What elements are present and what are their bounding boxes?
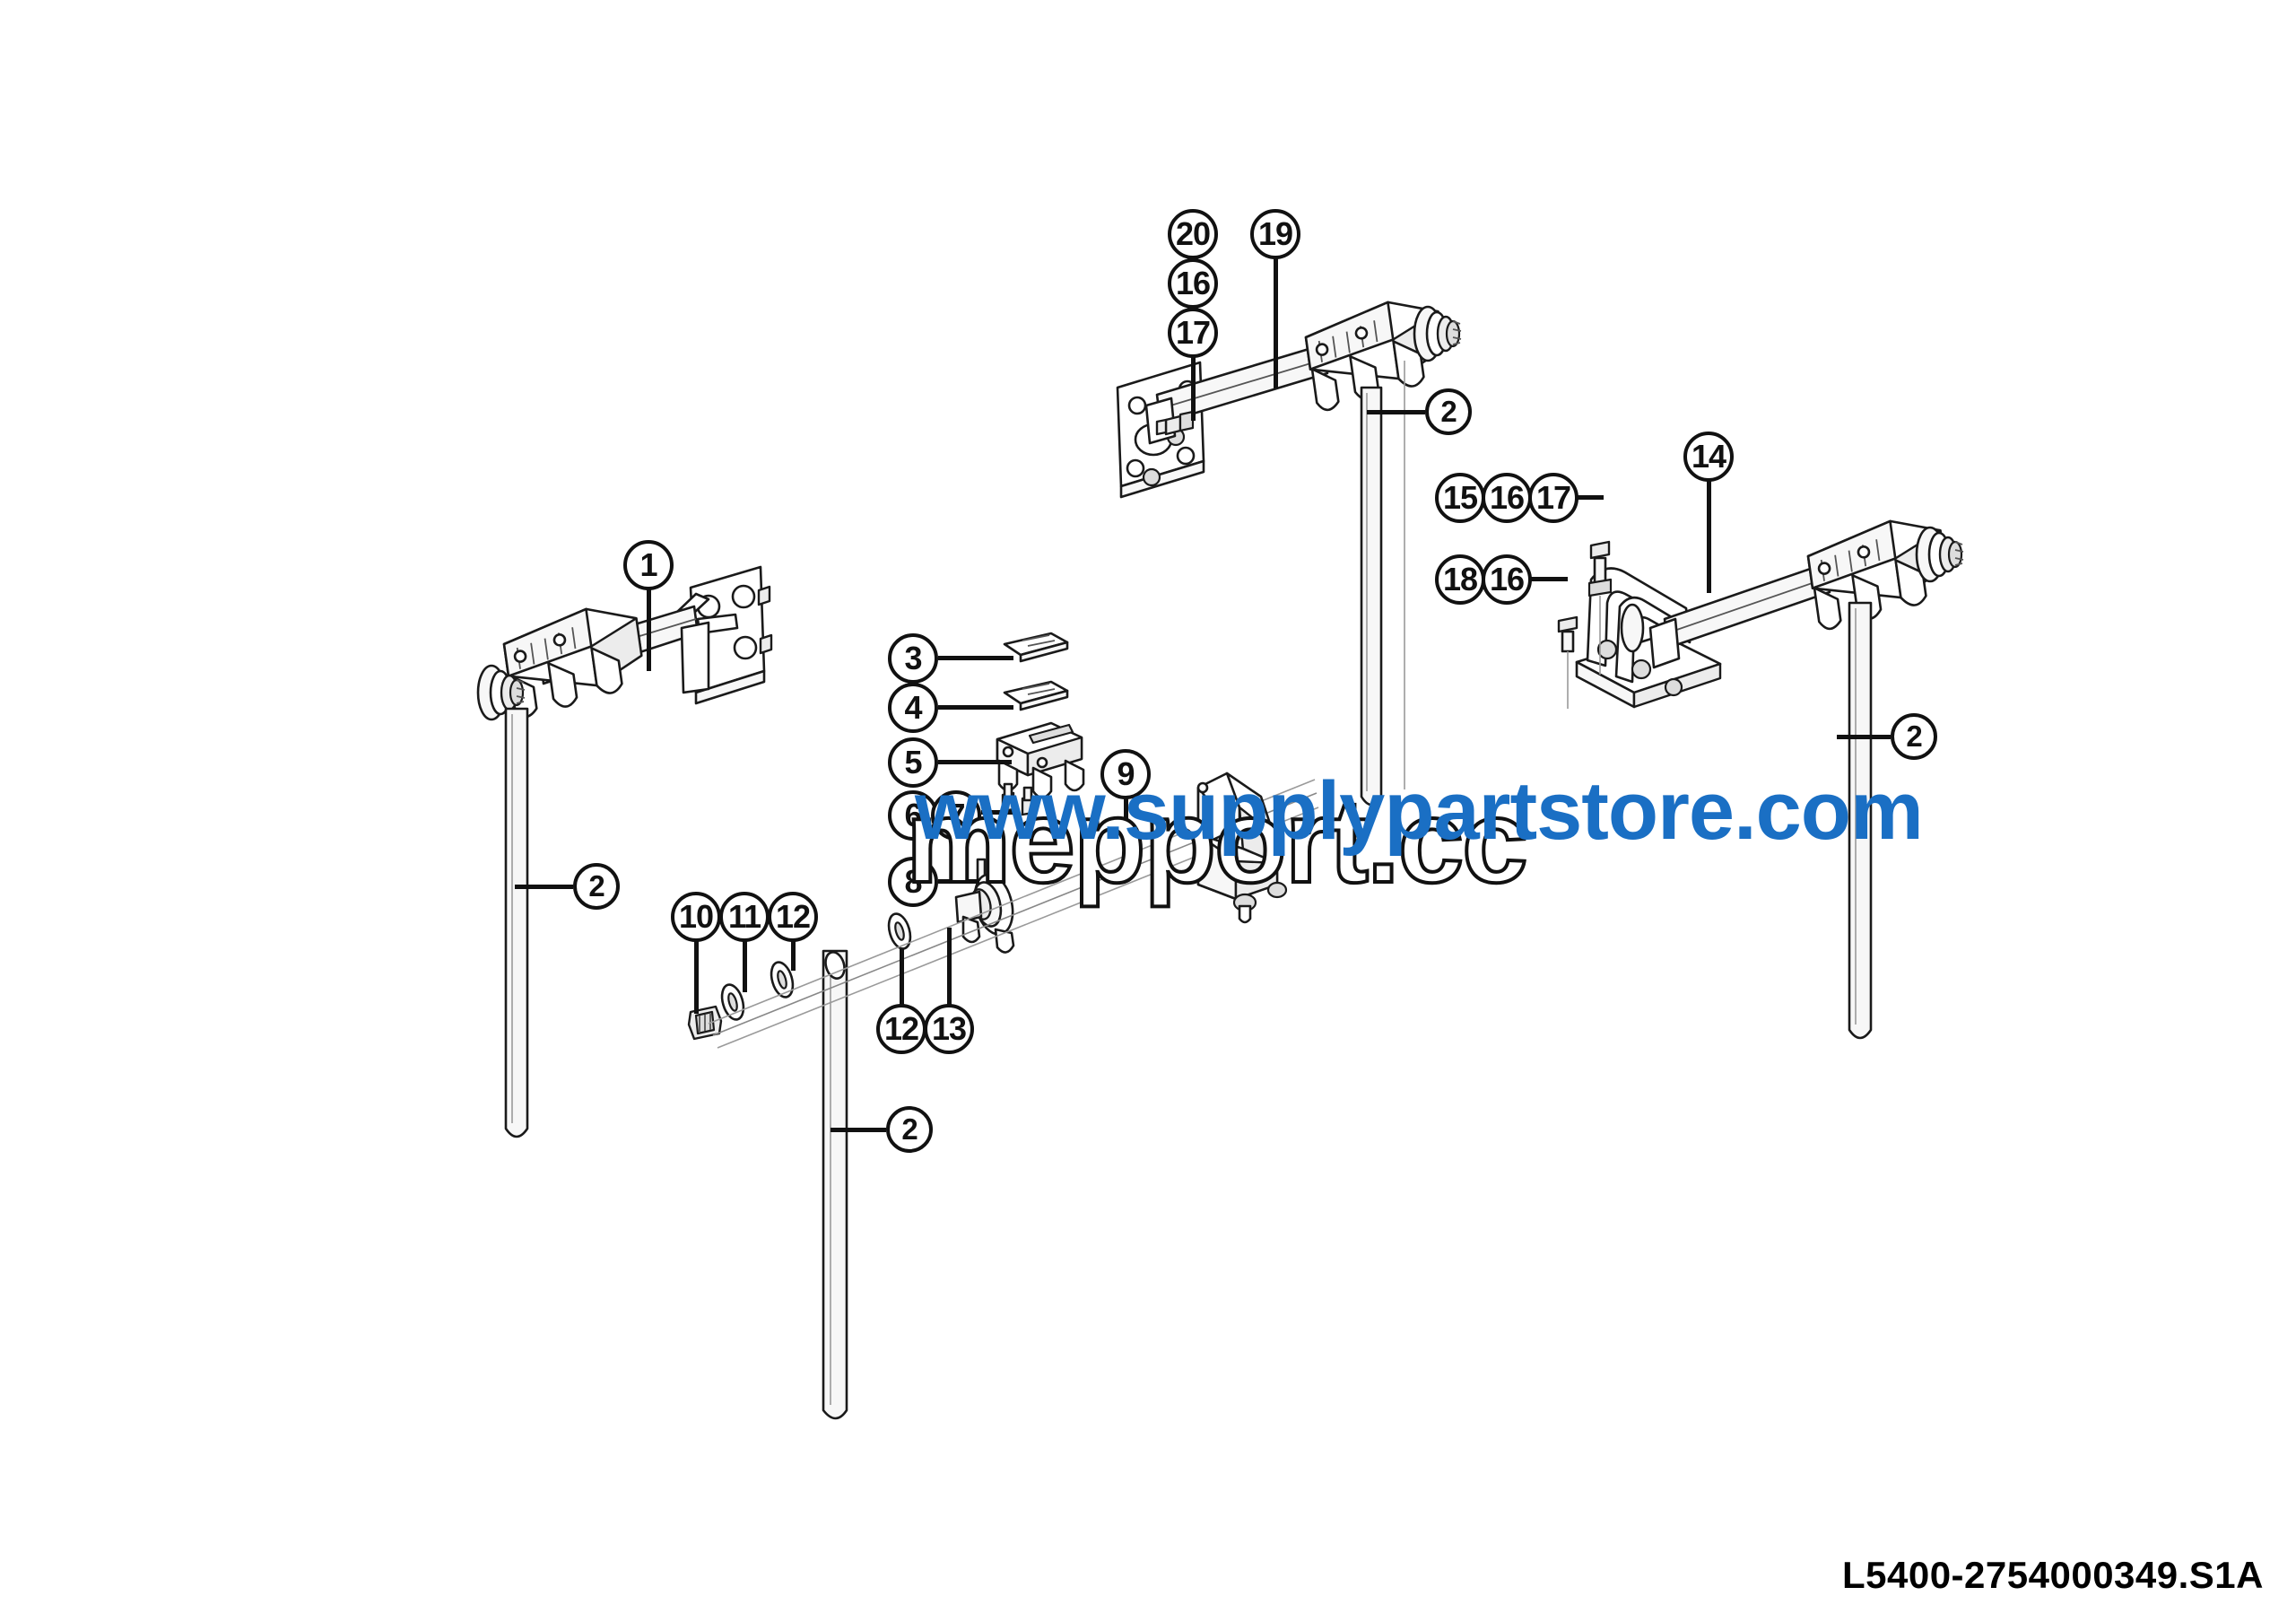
callout-16-a[interactable]: 16: [1482, 473, 1532, 523]
part-4-clip: [1003, 680, 1069, 711]
part-number-label: L5400-2754000349.S1A: [1841, 1554, 2264, 1596]
callout-12-lower[interactable]: 12: [876, 1004, 926, 1054]
callout-9[interactable]: 9: [1100, 749, 1151, 799]
leader-2-left: [515, 885, 573, 889]
leader-10: [694, 917, 699, 1014]
callout-12-upper[interactable]: 12: [768, 892, 818, 942]
leader-19: [1274, 234, 1278, 388]
leader-12-lower: [900, 949, 904, 1005]
leader-16-right: [1528, 577, 1568, 581]
callout-20[interactable]: 20: [1168, 209, 1218, 259]
callout-2-left[interactable]: 2: [573, 863, 620, 910]
parts-6-7-pins: [1001, 782, 1035, 816]
callout-8[interactable]: 8: [888, 857, 938, 907]
leader-17-topcenter: [1191, 333, 1196, 421]
right-arm-assembly: [1557, 513, 1965, 1040]
callout-11[interactable]: 11: [719, 892, 770, 942]
part-3-clip: [1003, 632, 1069, 663]
leader-14: [1707, 457, 1711, 593]
callout-2-right[interactable]: 2: [1891, 713, 1937, 760]
callout-2-topcenter[interactable]: 2: [1425, 388, 1472, 435]
left-arm-assembly: [476, 565, 773, 1138]
washer-stack: [687, 873, 1015, 1420]
leader-2-topcenter: [1367, 410, 1425, 414]
leader-12-upper: [791, 917, 796, 971]
callout-1[interactable]: 1: [623, 540, 674, 590]
callout-14[interactable]: 14: [1683, 432, 1734, 482]
callout-2-bottom[interactable]: 2: [886, 1106, 933, 1153]
part-9-center-bracket: [1196, 772, 1288, 924]
callout-16-b[interactable]: 16: [1482, 554, 1532, 605]
leader-3: [938, 656, 1013, 660]
leader-1: [647, 565, 651, 671]
leader-5: [938, 760, 1012, 764]
callout-17-b[interactable]: 17: [1168, 308, 1218, 358]
callout-18[interactable]: 18: [1435, 554, 1485, 605]
leader-7: [981, 810, 1017, 815]
callout-4[interactable]: 4: [888, 683, 938, 733]
callout-16-c[interactable]: 16: [1168, 258, 1218, 309]
callout-19[interactable]: 19: [1250, 209, 1300, 259]
callout-5[interactable]: 5: [888, 737, 938, 788]
top-center-assembly: [1118, 295, 1463, 807]
callout-3[interactable]: 3: [888, 633, 938, 684]
leader-4: [938, 705, 1013, 710]
leader-13: [947, 928, 952, 1005]
leader-2-right: [1837, 735, 1891, 739]
callout-7[interactable]: 7: [931, 790, 981, 841]
callout-10[interactable]: 10: [671, 892, 721, 942]
leader-11: [743, 917, 747, 992]
leader-17-right: [1575, 495, 1604, 500]
callout-13[interactable]: 13: [924, 1004, 974, 1054]
callout-17-a[interactable]: 17: [1528, 473, 1578, 523]
leader-9: [1124, 774, 1128, 826]
leader-8: [938, 879, 979, 884]
callout-15[interactable]: 15: [1435, 473, 1485, 523]
leader-2-bottom: [831, 1128, 886, 1132]
center-parts-stack: [687, 632, 1319, 1420]
